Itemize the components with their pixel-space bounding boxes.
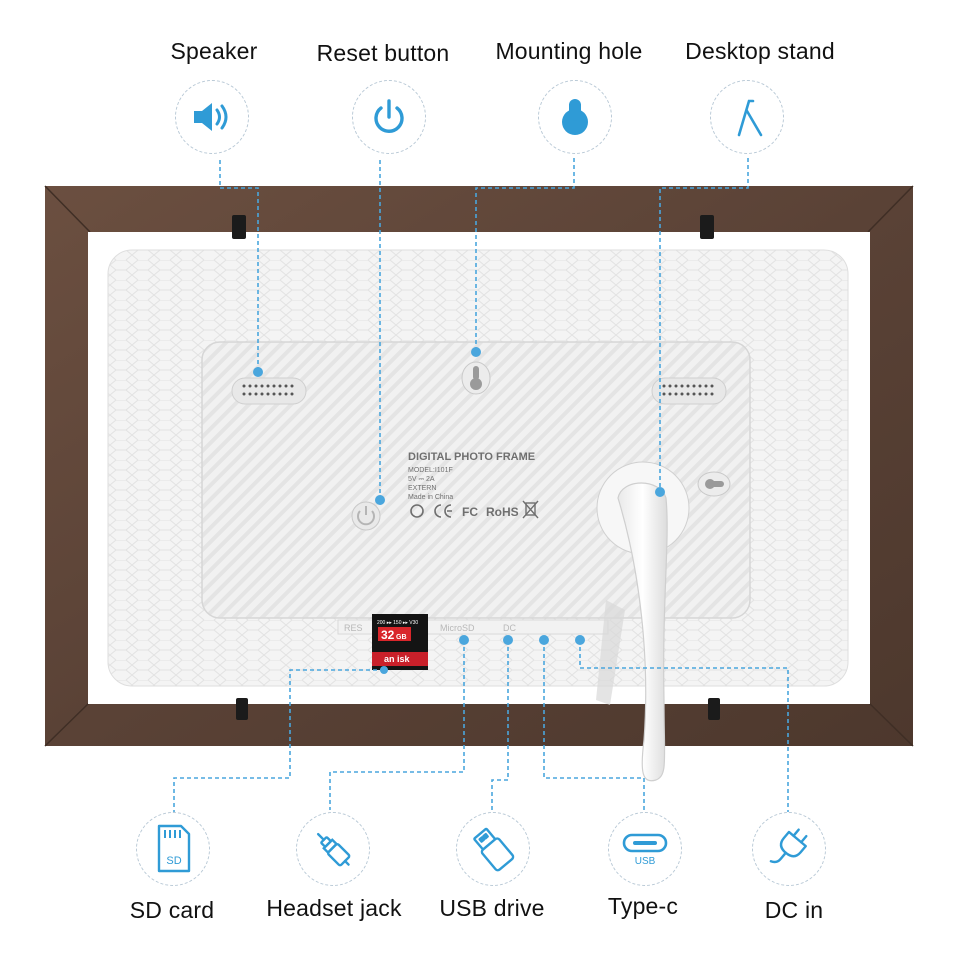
rohs-mark: RoHS xyxy=(486,505,519,519)
headset-jack-icon xyxy=(296,812,370,886)
usb-drive-icon xyxy=(456,812,530,886)
power-plug-icon xyxy=(752,812,826,886)
type-c-label: Type-c xyxy=(607,893,679,919)
svg-text:DC: DC xyxy=(503,623,516,633)
usb-c-icon: USB xyxy=(608,812,682,886)
label-rating: 5V ⎓ 2A xyxy=(408,476,435,483)
sd-card-icon: SD xyxy=(136,812,210,886)
speaker-grille-left xyxy=(231,377,307,405)
speaker-grille-right xyxy=(651,377,727,405)
svg-text:RES: RES xyxy=(344,623,363,633)
sd-card-photo: 200 ▸▸ 150 ▸▸ V30 32 GB an isk xyxy=(372,614,428,670)
cert-marks xyxy=(410,504,452,518)
desktop-stand xyxy=(596,461,690,782)
svg-text:32: 32 xyxy=(381,628,395,642)
svg-text:200 ▸▸ 150 ▸▸ V30: 200 ▸▸ 150 ▸▸ V30 xyxy=(377,620,418,626)
reset-button-label: Reset button xyxy=(316,40,450,66)
headset-jack-label: Headset jack xyxy=(266,895,402,921)
label-extern: EXTERN xyxy=(408,485,436,492)
svg-text:USB: USB xyxy=(635,856,656,867)
mounting-hole-label: Mounting hole xyxy=(495,38,643,64)
dc-in-label: DC in xyxy=(764,897,824,923)
speaker-label: Speaker xyxy=(170,38,258,64)
label-origin: Made in China xyxy=(408,494,453,501)
svg-text:MicroSD: MicroSD xyxy=(440,623,475,633)
sd-card-label: SD card xyxy=(129,897,215,923)
mounting-hole-icon xyxy=(538,80,612,154)
printed-product-label: DIGITAL PHOTO FRAME MODEL:I101F 5V ⎓ 2A … xyxy=(408,451,539,519)
stand-icon xyxy=(710,80,784,154)
desktop-stand-label: Desktop stand xyxy=(685,38,835,64)
power-icon xyxy=(352,80,426,154)
svg-text:an isk: an isk xyxy=(384,654,411,664)
hanging-clips xyxy=(232,215,720,720)
weee-bin-icon xyxy=(522,500,539,519)
callout-lines xyxy=(173,158,789,812)
fcc-mark: FC xyxy=(462,505,478,519)
usb-drive-label: USB drive xyxy=(439,895,545,921)
keyhole-mount-side xyxy=(697,471,731,497)
reset-button-physical xyxy=(351,501,381,531)
label-model: MODEL:I101F xyxy=(408,467,453,474)
svg-text:SD: SD xyxy=(166,855,181,867)
speaker-icon xyxy=(175,80,249,154)
callout-dots xyxy=(253,347,665,674)
keyhole-mount-top xyxy=(461,361,491,395)
svg-text:GB: GB xyxy=(396,634,407,641)
label-title: DIGITAL PHOTO FRAME xyxy=(408,451,535,463)
